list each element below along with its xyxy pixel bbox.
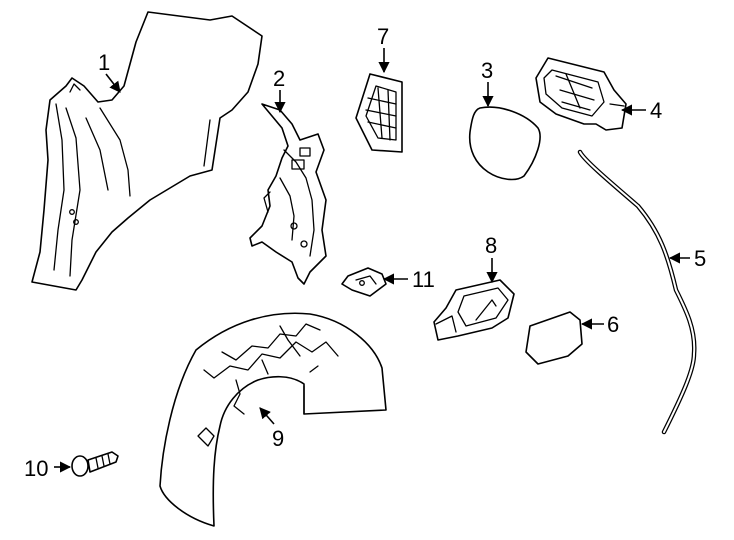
part-2-inner-bracket — [249, 103, 327, 285]
callout-7: 8 — [485, 233, 497, 258]
part-6-door-panel — [525, 311, 583, 365]
callout-6: 6 — [607, 312, 619, 337]
callout-11: 11 — [412, 267, 435, 292]
callout-2: 2 — [273, 66, 285, 91]
callout-8: 7 — [377, 24, 389, 49]
part-3-fuel-door — [468, 106, 541, 181]
callout-10: 10 — [24, 456, 48, 481]
callout-labels: 1 2 7 3 4 5 8 6 11 9 10 — [24, 24, 706, 481]
leader-9 — [259, 407, 275, 425]
leader-lines — [54, 48, 690, 473]
part-11-clip — [341, 267, 387, 297]
part-1-quarter-panel — [31, 11, 263, 291]
callout-9: 9 — [272, 426, 284, 451]
callout-5: 5 — [694, 246, 706, 271]
part-7-filler-housing — [433, 279, 515, 341]
part-10-screw — [71, 451, 119, 477]
callout-4: 4 — [650, 98, 662, 123]
callout-1: 1 — [98, 50, 110, 75]
part-4-fuel-housing — [535, 57, 627, 131]
callout-3: 3 — [481, 58, 493, 83]
part-5-release-cable — [577, 149, 697, 435]
part-8-vent-grille — [355, 73, 403, 153]
part-9-wheel-liner — [159, 312, 387, 527]
leader-1 — [105, 73, 121, 93]
